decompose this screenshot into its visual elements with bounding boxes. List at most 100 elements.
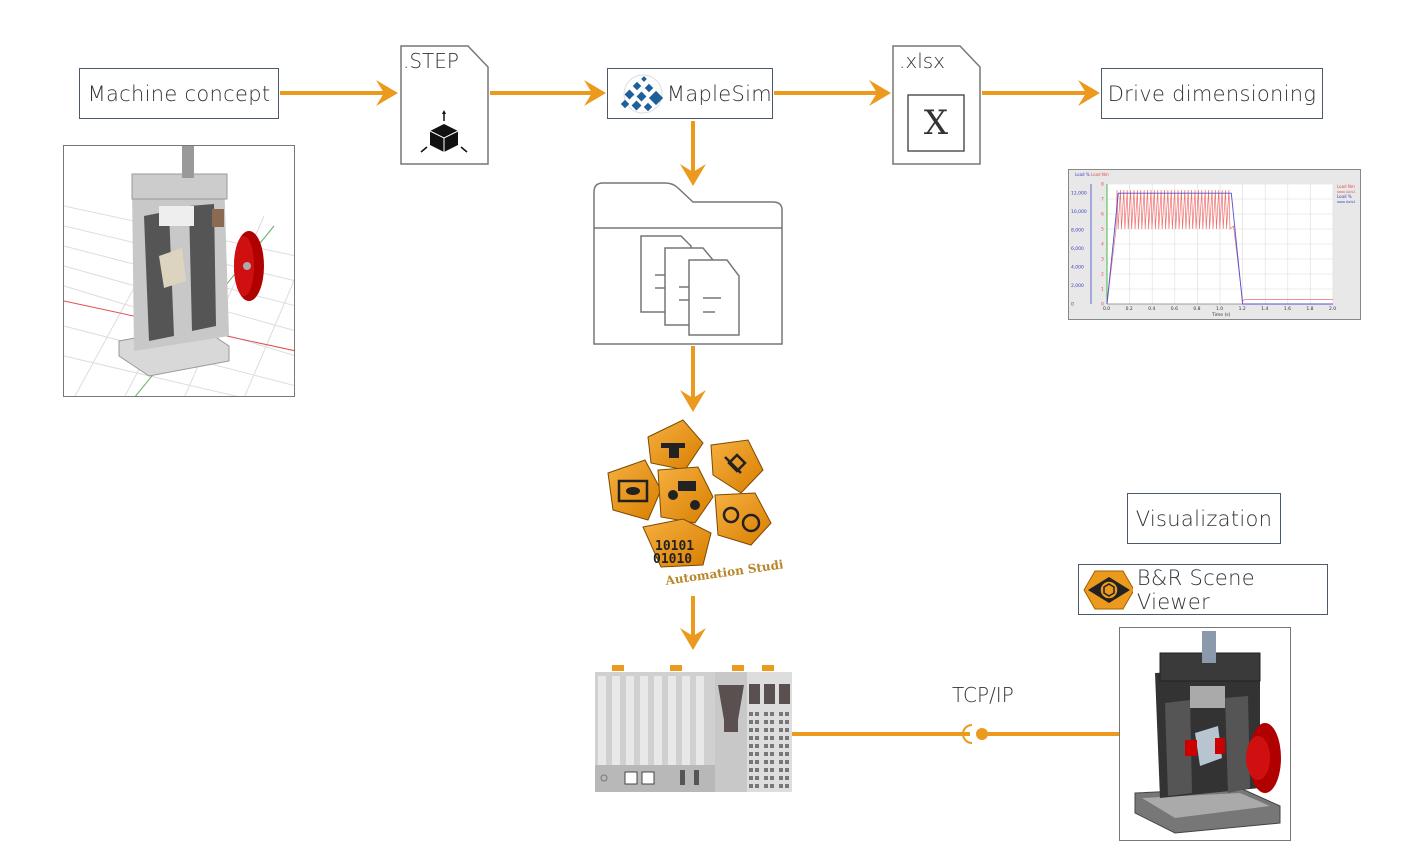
visualization-label: Visualization: [1135, 506, 1273, 531]
terminal-slot: [785, 768, 789, 772]
terminal-slot: [779, 776, 783, 780]
y-inner-tick-label: 8: [1101, 182, 1104, 188]
terminal-slot: [779, 784, 783, 788]
terminal-slot: [749, 752, 753, 756]
maplesim-box[interactable]: MapleSim: [607, 68, 773, 119]
x-tick-label: 0.2: [1126, 306, 1133, 312]
y-inner-tick-label: 1: [1101, 287, 1104, 293]
terminal-slot: [764, 736, 768, 740]
tcp-ip-label: TCP/IP: [952, 683, 1014, 707]
y-outer-tick-label: 12,000: [1071, 191, 1087, 197]
terminal-slot: [749, 768, 753, 772]
terminal-slot: [770, 736, 774, 740]
machine-render: [1134, 631, 1281, 834]
step-file-label: .STEP: [403, 49, 459, 73]
terminal-slot: [749, 720, 753, 724]
terminal-slot: [755, 736, 759, 740]
terminal-slot: [770, 784, 774, 788]
terminal-slot: [764, 784, 768, 788]
terminal-slot: [779, 768, 783, 772]
excel-glyph: X: [923, 103, 949, 143]
automation-studio-logo-icon: 10101 01010 Automation Studio: [607, 419, 783, 585]
terminal-slot: [755, 744, 759, 748]
terminal-slot: [764, 776, 768, 780]
machine-3d-model-concept: [63, 145, 295, 397]
scene-viewer-icon: [1083, 570, 1133, 609]
x-tick-label: 2.0: [1329, 306, 1336, 312]
machine-render: [64, 146, 294, 396]
terminal-slot: [770, 776, 774, 780]
x-axis-label: Time (s): [1211, 312, 1231, 318]
terminal-slot: [749, 712, 753, 716]
terminal-slot: [749, 744, 753, 748]
xlsx-file[interactable]: .xlsx X: [892, 45, 982, 165]
terminal-slot: [785, 752, 789, 756]
file-document-icon: [400, 45, 489, 165]
scene-viewer-box[interactable]: B&R Scene Viewer: [1078, 564, 1328, 615]
terminal-slot: [764, 712, 768, 716]
terminal-slot: [779, 712, 783, 716]
terminal-slot: [770, 752, 774, 756]
project-folder[interactable]: [593, 180, 783, 345]
file-document-icon: [892, 45, 981, 165]
svg-text:01010: 01010: [653, 552, 692, 567]
maplesim-logo-icon: [620, 74, 663, 113]
maplesim-label: MapleSim: [666, 81, 772, 106]
terminal-slot: [770, 712, 774, 716]
automation-studio[interactable]: 10101 01010 Automation Studio: [603, 415, 783, 585]
terminal-slot: [749, 728, 753, 732]
y-inner-label: Load Nm: [1091, 172, 1109, 177]
terminal-slot: [764, 768, 768, 772]
terminal-slot: [764, 720, 768, 724]
terminal-slot: [755, 784, 759, 788]
terminal-slot: [755, 760, 759, 764]
terminal-slot: [785, 728, 789, 732]
terminal-slot: [770, 744, 774, 748]
visualization-box[interactable]: Visualization: [1127, 493, 1281, 544]
drive-dimensioning-box[interactable]: Drive dimensioning: [1101, 68, 1323, 119]
series-load-nm: [1106, 189, 1333, 305]
3d-cube-icon: [420, 110, 468, 153]
y-inner-tick-label: 3: [1101, 257, 1104, 263]
step-file[interactable]: .STEP: [400, 45, 490, 165]
terminal-slot: [785, 712, 789, 716]
excel-icon: [907, 94, 965, 152]
x-tick-label: 0.0: [1103, 306, 1110, 312]
plc-controller[interactable]: [590, 660, 795, 795]
socket-connector-icon: [962, 724, 988, 744]
legend-sub: Axis1: [1346, 200, 1356, 204]
plc-controller-icon: [595, 665, 792, 792]
terminal-slot: [785, 784, 789, 788]
y-inner-tick-label: 7: [1101, 197, 1104, 203]
terminal-slot: [785, 760, 789, 764]
y-outer-tick-label: 6,000: [1071, 246, 1084, 252]
terminal-slot: [785, 736, 789, 740]
terminal-slot: [749, 776, 753, 780]
terminal-slot: [770, 768, 774, 772]
terminal-slot: [779, 760, 783, 764]
terminal-slot: [779, 744, 783, 748]
legend-sub: Axis1: [1346, 190, 1356, 194]
svg-text:10101: 10101: [655, 539, 694, 554]
legend-entry: Load Nm: [1337, 184, 1355, 189]
terminal-slot: [749, 736, 753, 740]
x-tick-label: 1.4: [1261, 306, 1268, 312]
y-outer-tick-label: 10,000: [1071, 209, 1087, 215]
terminal-slot: [779, 736, 783, 740]
terminal-slot: [779, 752, 783, 756]
scene-viewer-label: B&R Scene Viewer: [1136, 565, 1255, 614]
terminal-slot: [785, 744, 789, 748]
y-outer-tick-label: 2,000: [1071, 283, 1084, 289]
x-tick-label: 0.4: [1148, 306, 1155, 312]
y-outer-tick-label: 0: [1071, 302, 1074, 308]
terminal-slot: [764, 744, 768, 748]
terminal-slot: [785, 720, 789, 724]
terminal-slot: [764, 760, 768, 764]
terminal-slot: [749, 760, 753, 764]
series-load-percent: [1106, 192, 1333, 305]
machine-concept-box[interactable]: Machine concept: [79, 68, 279, 119]
machine-concept-label: Machine concept: [87, 81, 271, 106]
terminal-slot: [755, 752, 759, 756]
terminal-slot: [770, 720, 774, 724]
